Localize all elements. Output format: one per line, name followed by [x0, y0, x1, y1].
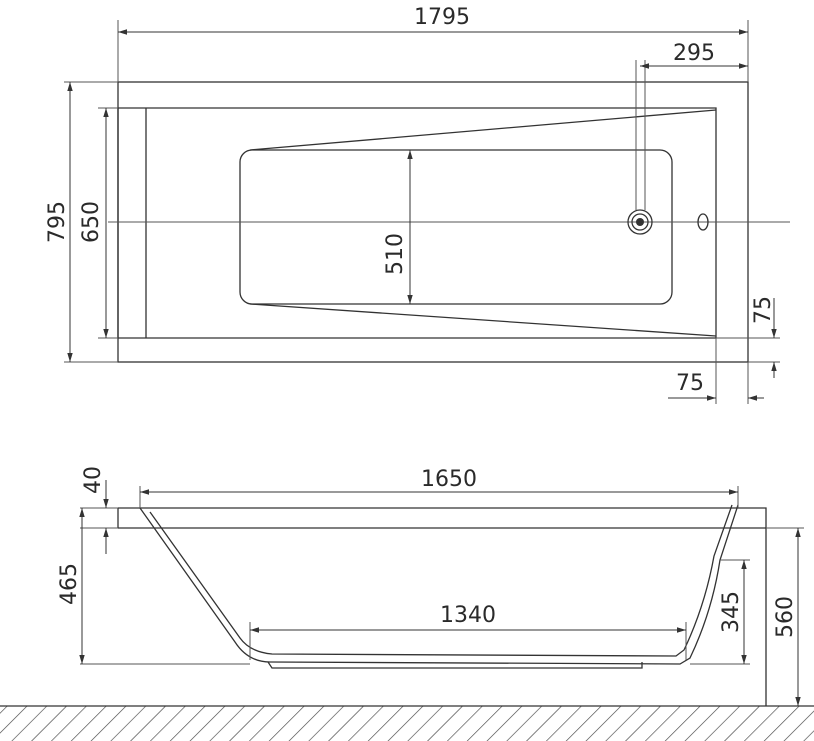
label-rim-thickness: 40: [81, 466, 106, 494]
slope-top-line: [249, 109, 717, 151]
label-rim-end: 75: [676, 371, 704, 396]
label-inner-length: 1650: [421, 467, 477, 492]
label-basin-width: 510: [383, 233, 408, 275]
top-view: 1795 295 795 650 510 75 75: [45, 5, 790, 404]
label-step-height: 345: [719, 591, 744, 633]
label-inner-depth: 465: [57, 563, 82, 605]
drain-icon: [627, 209, 653, 235]
label-drain-offset: 295: [673, 41, 715, 66]
label-bottom-length: 1340: [440, 603, 496, 628]
slope-bottom-line: [249, 303, 717, 337]
label-total-height: 560: [773, 596, 798, 638]
label-overall-width: 795: [45, 201, 70, 243]
label-overall-length: 1795: [414, 5, 470, 30]
floor-hatch: [0, 706, 814, 741]
basin-outline: [239, 149, 673, 305]
label-inner-width: 650: [79, 201, 104, 243]
overflow-icon: [697, 213, 709, 231]
side-view: 1650 1340 40 465 345 560: [0, 466, 814, 741]
rim-outline: [118, 507, 767, 706]
tub-body-outline: [139, 504, 739, 665]
label-rim-side: 75: [751, 296, 776, 324]
